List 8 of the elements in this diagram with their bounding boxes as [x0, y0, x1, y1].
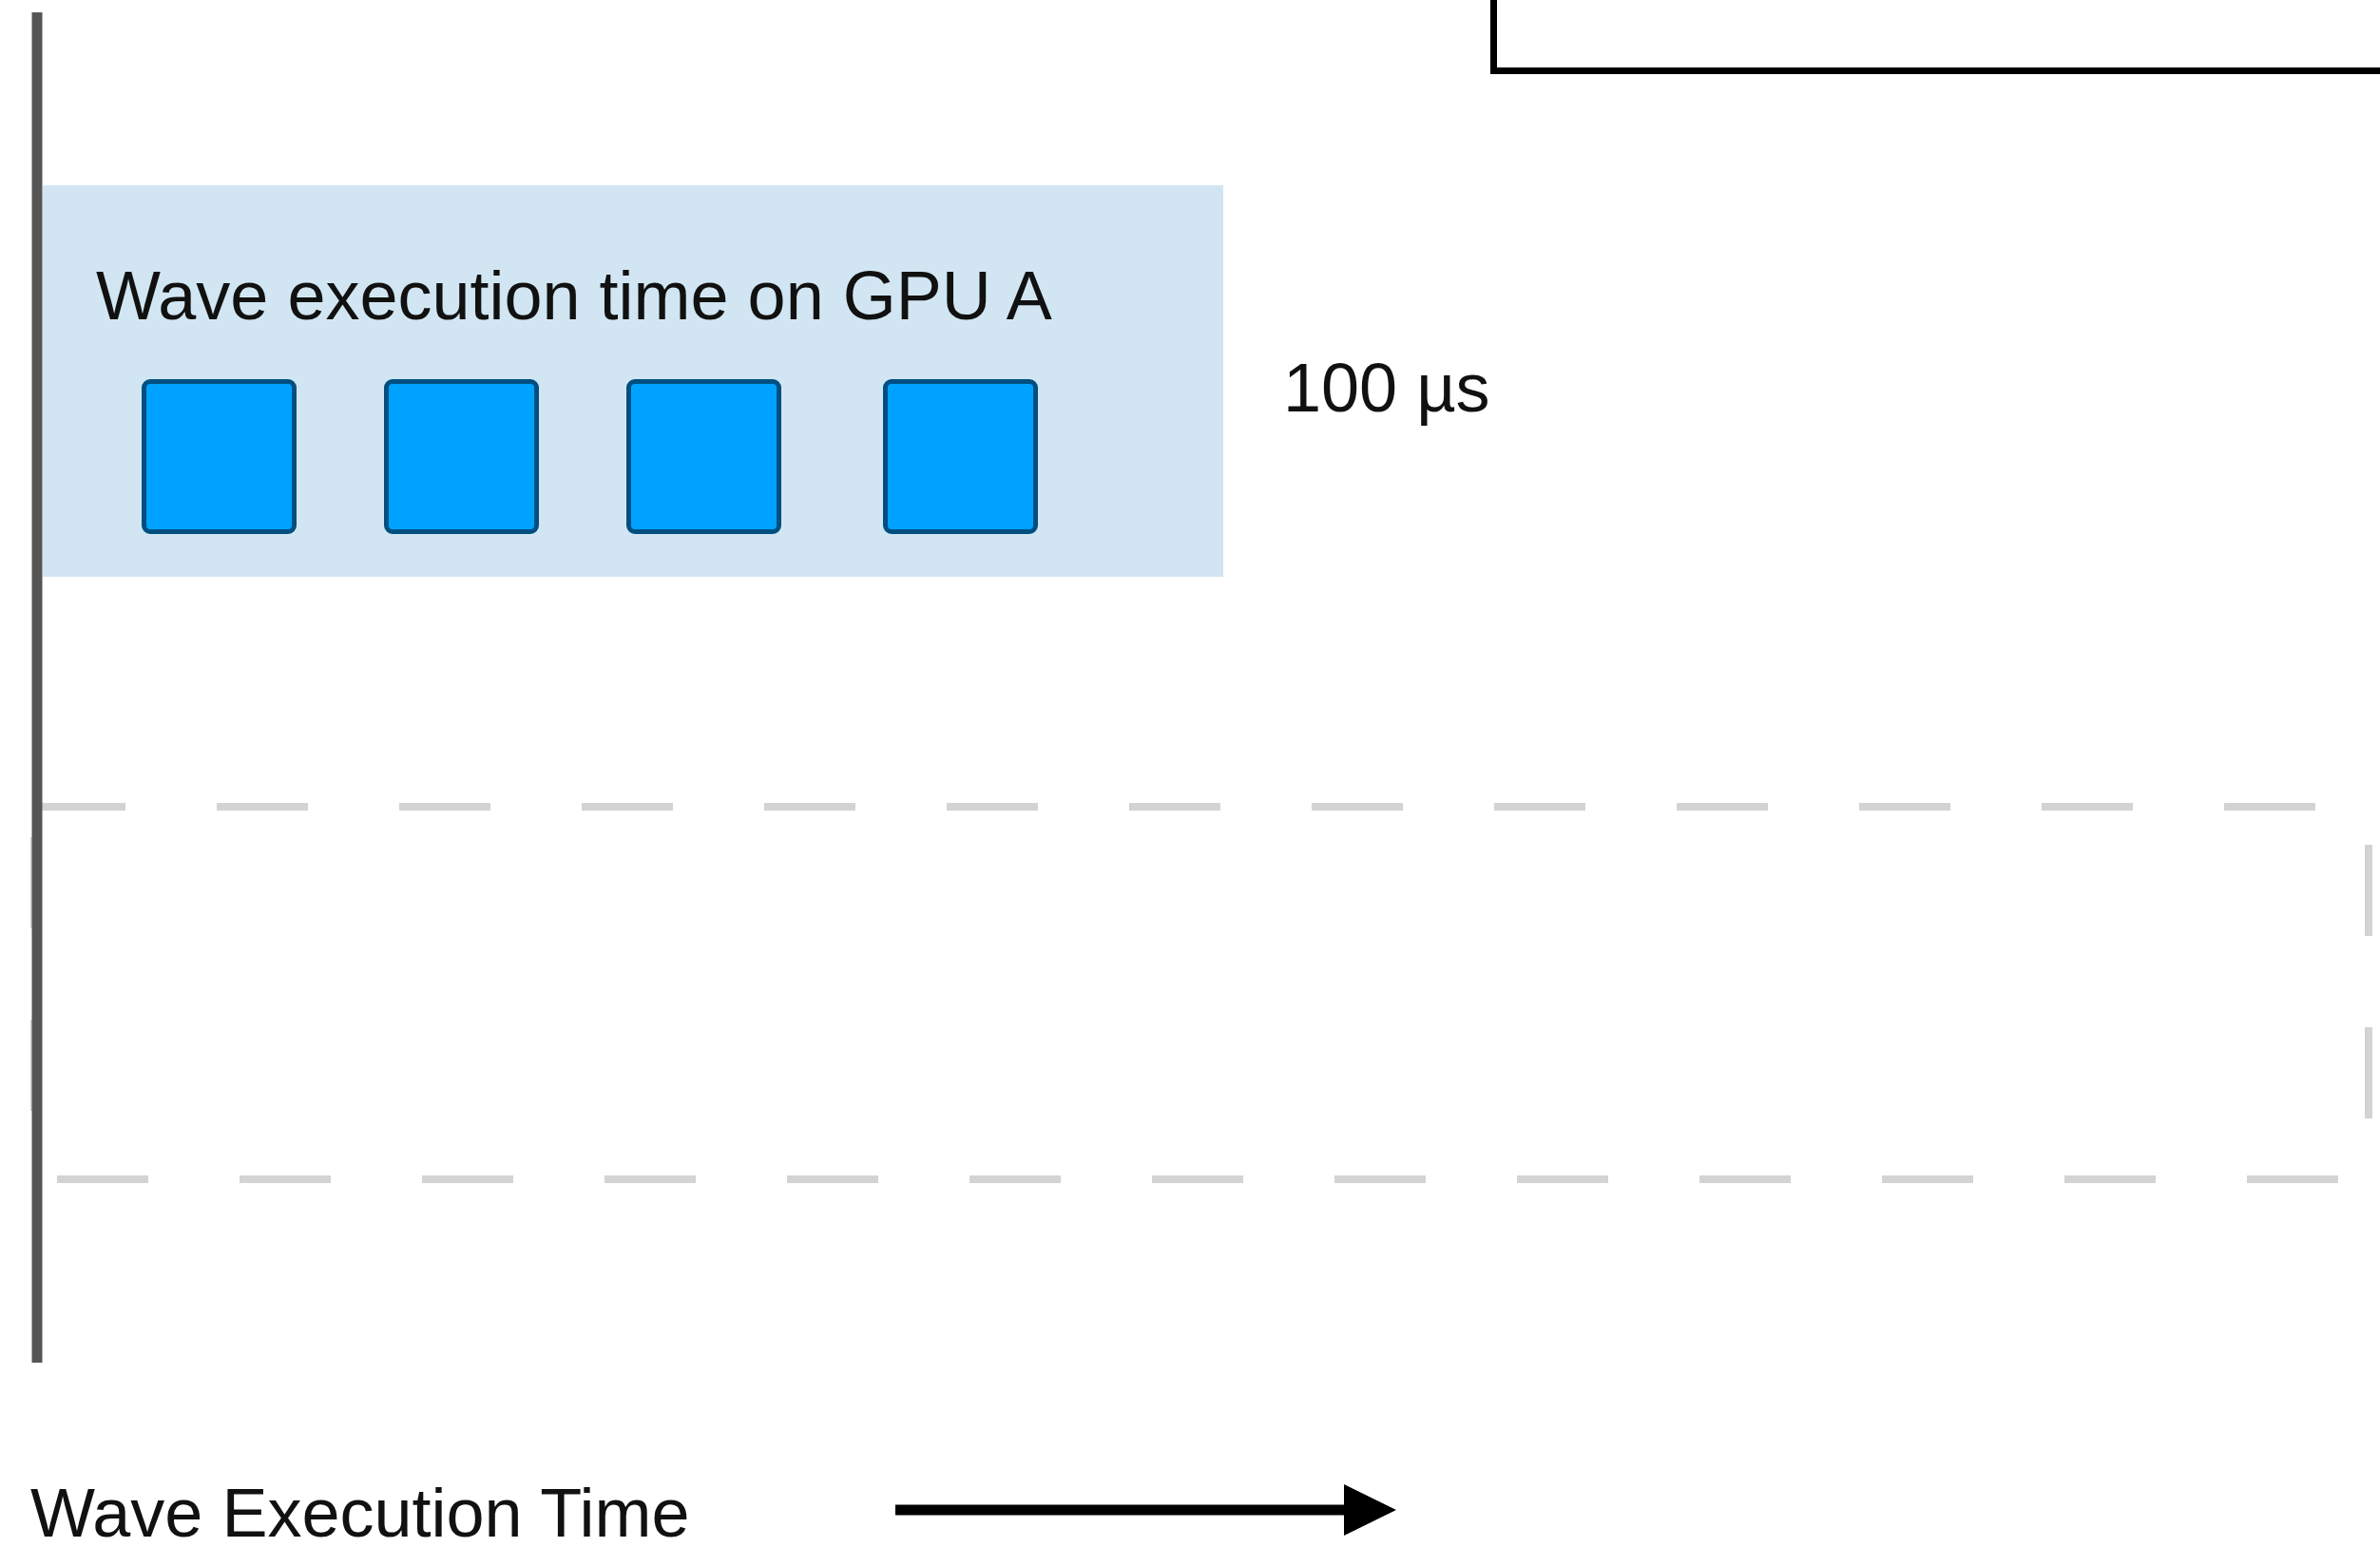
axis-label: Wave Execution Time	[30, 1479, 690, 1547]
wave-square	[384, 379, 539, 534]
wave-square	[883, 379, 1038, 534]
dashed-box	[30, 803, 2372, 1183]
time-band	[43, 185, 1223, 577]
band-title: Wave execution time on GPU A	[96, 261, 1052, 330]
wave-square	[626, 379, 781, 534]
wave-square	[142, 379, 297, 534]
